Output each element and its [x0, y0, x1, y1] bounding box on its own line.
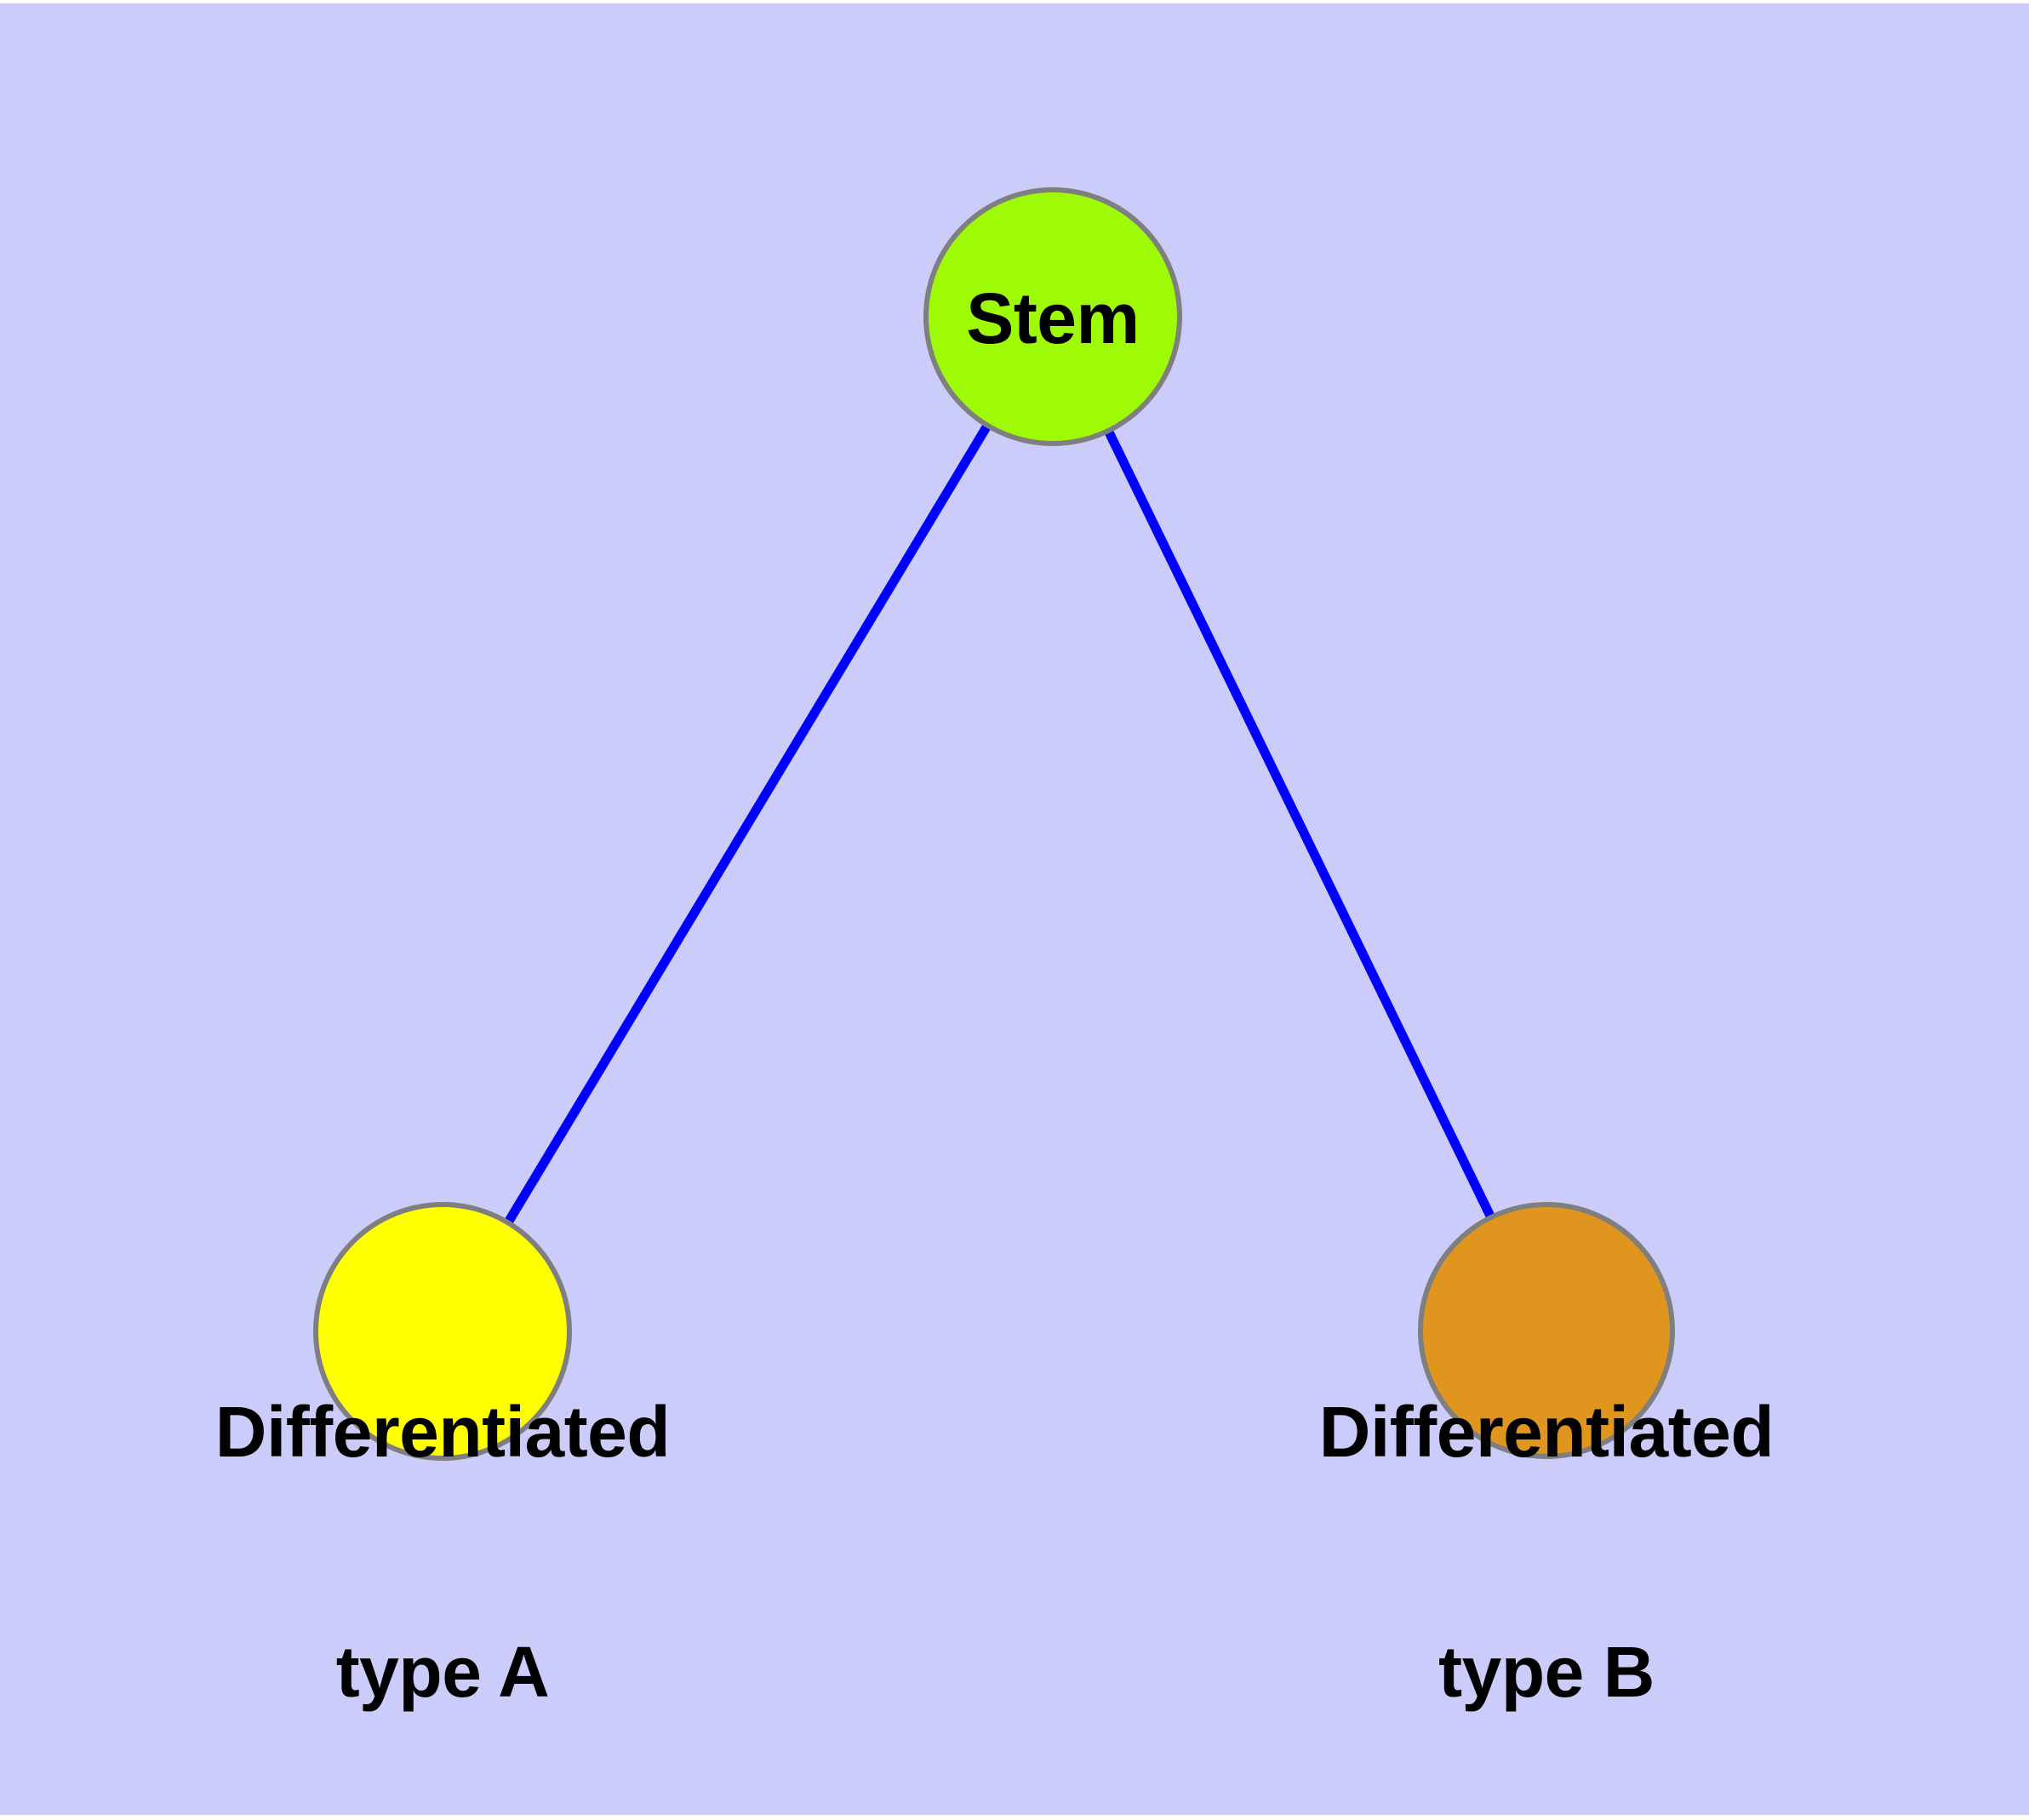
- node-differentiated-type-b[interactable]: [1418, 1202, 1675, 1459]
- edge-layer: [438, 314, 1551, 1334]
- diagram-plot-area: Stem Differentiated type A Differentiate…: [0, 3, 2029, 1815]
- node-differentiated-type-a[interactable]: [313, 1202, 572, 1461]
- node-label-stem: Stem: [966, 278, 1140, 358]
- node-stem[interactable]: [923, 187, 1182, 446]
- edge-stem-to-differentiated-a: [438, 314, 1057, 1334]
- node-label-line-2: type A: [335, 1632, 550, 1713]
- node-label-differentiated-type-a: Differentiated type A: [17, 1232, 868, 1815]
- node-label-line-1: Differentiated: [214, 1392, 671, 1473]
- node-layer: Stem Differentiated type A Differentiate…: [0, 3, 2029, 1815]
- node-label-line-2: type B: [1438, 1632, 1655, 1713]
- edge-stem-to-differentiated-b: [1049, 314, 1551, 1334]
- node-label-line-1: Differentiated: [1318, 1392, 1775, 1473]
- node-label-differentiated-type-b: Differentiated type B: [1121, 1232, 1972, 1815]
